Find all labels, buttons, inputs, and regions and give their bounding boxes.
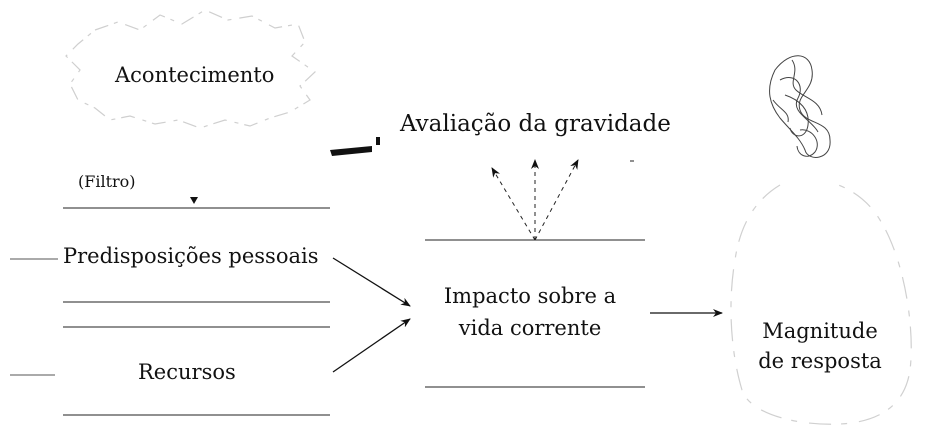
impact-label-line2: vida corrente — [458, 316, 602, 340]
severity-label: Avaliação da gravidade — [400, 111, 671, 137]
predispositions-label: Predisposições pessoais — [63, 244, 319, 268]
magnitude-scribble — [769, 55, 831, 158]
event-label: Acontecimento — [115, 63, 275, 87]
magnitude-label-line1: Magnitude — [762, 319, 878, 343]
severity-mark — [330, 146, 372, 156]
resources-label: Recursos — [138, 360, 236, 384]
filter-label: (Filtro) — [78, 172, 136, 191]
arrow-resources-impact — [332, 318, 411, 373]
magnitude-label-line2: de resposta — [758, 349, 882, 373]
magnitude-outline — [730, 181, 912, 425]
filter-arrow — [190, 197, 198, 204]
impact-label-line1: Impacto sobre a — [443, 284, 617, 308]
arrow-predispositions-impact — [332, 257, 411, 307]
severity-arrows — [491, 159, 579, 241]
